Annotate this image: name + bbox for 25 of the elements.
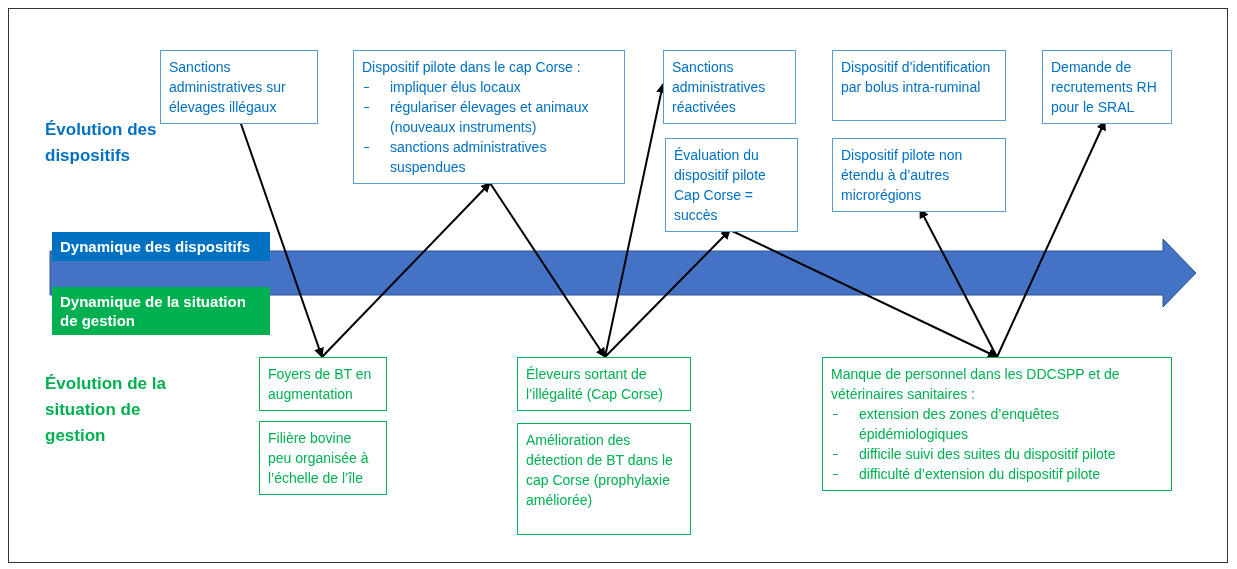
event-box: Dispositif d’identification par bolus intra-ruminal bbox=[832, 50, 1006, 121]
band-label: Dynamique de la situation de gestion bbox=[52, 287, 270, 335]
band-label: Dynamique des dispositifs bbox=[52, 232, 270, 261]
event-box bbox=[822, 357, 1172, 491]
event-box bbox=[353, 50, 625, 184]
event-box: Dispositif pilote non étendu à d’autres microrégions bbox=[832, 138, 1006, 212]
bullet-item: impliquer élus locaux bbox=[362, 77, 616, 97]
event-box: Amélioration des détection de BT dans le cap Corse (prophylaxie améliorée) bbox=[517, 423, 691, 535]
row-label: Évolution des dispositifs bbox=[45, 119, 158, 167]
bullet-item: régulariser élevages et animaux (nouveaux instruments) bbox=[362, 97, 616, 137]
arrow bbox=[489, 182, 606, 358]
bullet-item: sanctions administratives suspendues bbox=[362, 137, 616, 177]
event-box: Éleveurs sortant de l’illégalité (Cap Corse) bbox=[517, 357, 691, 411]
box-heading: Dispositif pilote dans le cap Corse : bbox=[362, 58, 582, 77]
event-box: Foyers de BT en augmentation bbox=[259, 357, 387, 411]
row-label: Évolution de la situation de gestion bbox=[45, 373, 167, 447]
arrow bbox=[321, 182, 491, 358]
event-box: Évaluation du dispositif pilote Cap Corse = succès bbox=[665, 138, 798, 232]
event-box: Sanctions administratives réactivées bbox=[663, 50, 796, 124]
bullet-item: difficile suivi des suites du dispositif pilote bbox=[831, 444, 1163, 464]
event-box: Filière bovine peu organisée à l’échelle de l’île bbox=[259, 421, 387, 495]
bullet-item: difficulté d’extension du dispositif pilote bbox=[831, 464, 1163, 484]
event-box: Sanctions administratives sur élevages illégaux bbox=[160, 50, 318, 124]
event-box: Demande de recrutements RH pour le SRAL bbox=[1042, 50, 1172, 124]
box-heading: Manque de personnel dans les DDCSPP et de vétérinaires sanitaires : bbox=[831, 365, 1121, 404]
